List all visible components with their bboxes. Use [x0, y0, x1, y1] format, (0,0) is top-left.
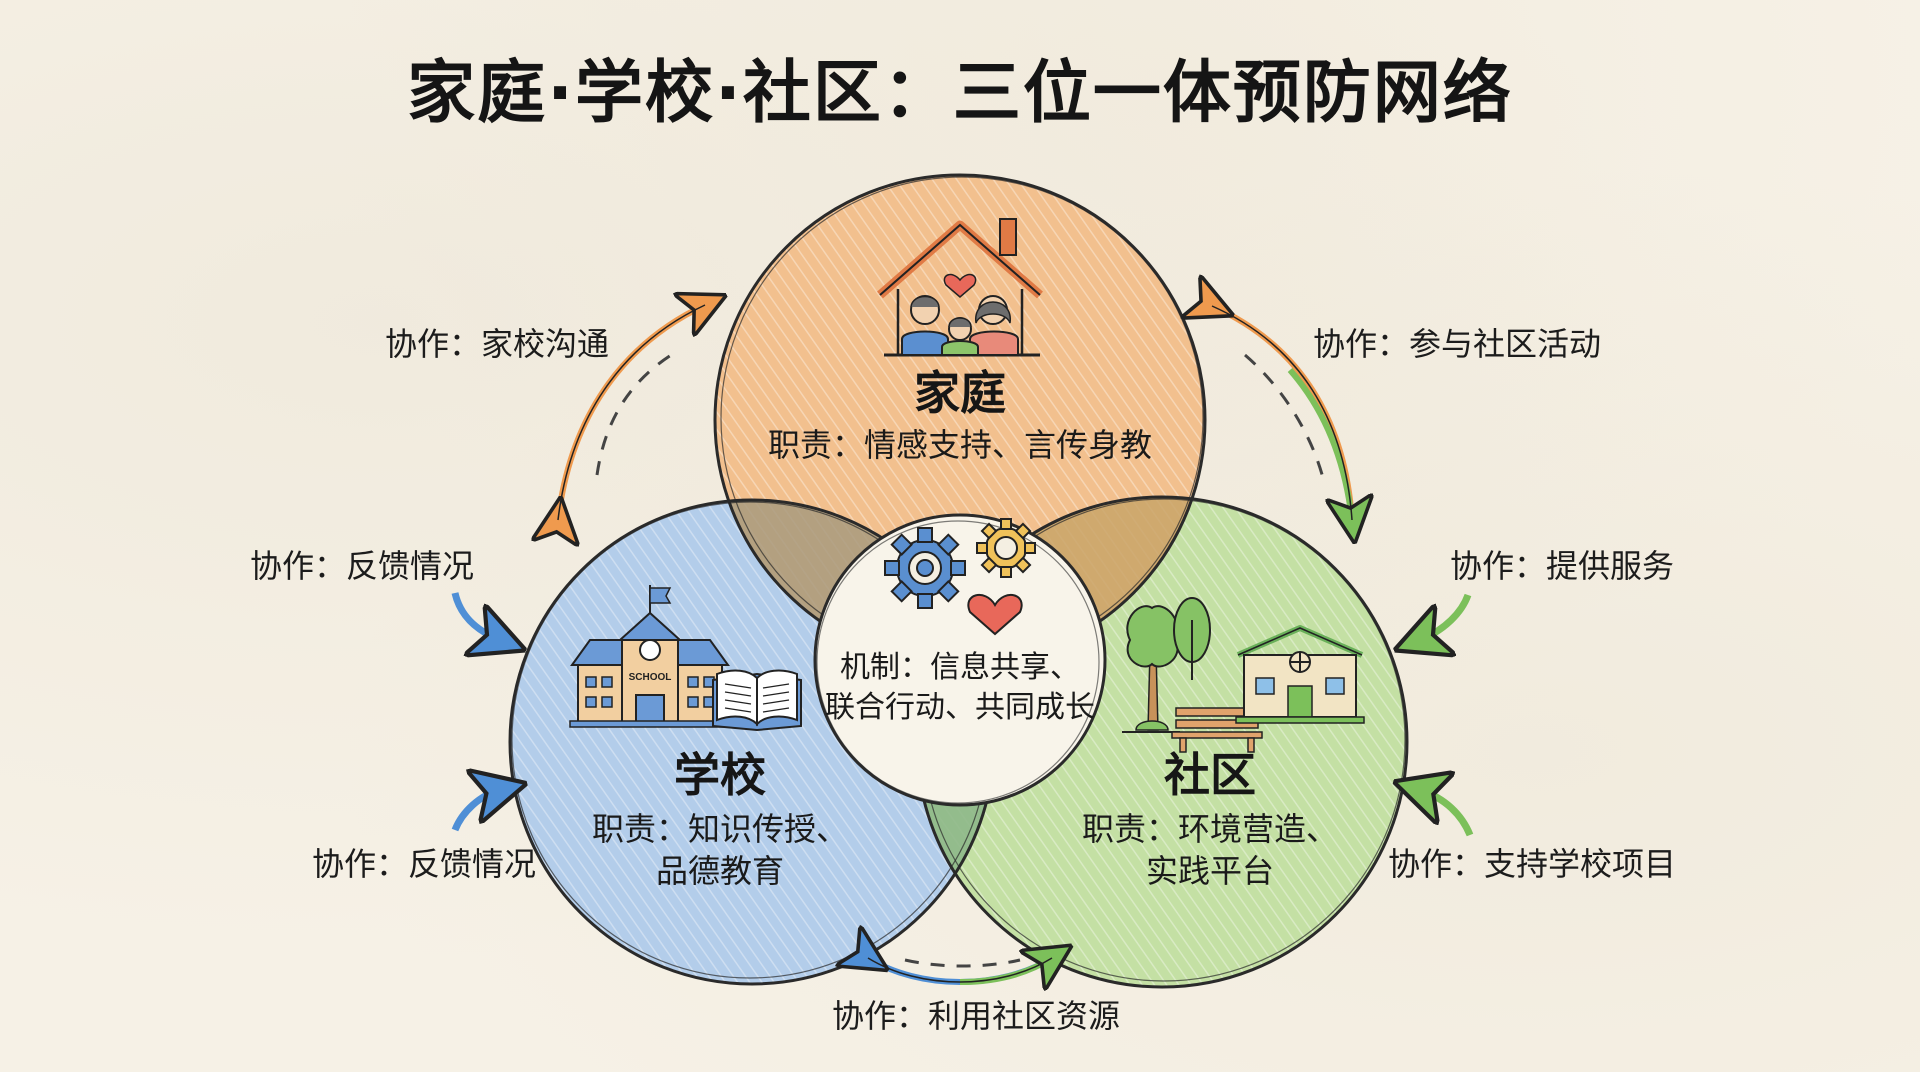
collab-label-school-feedback-top: 协作：反馈情况: [250, 547, 475, 585]
family-house-icon: [877, 218, 1043, 357]
collab-label-school-community: 协作：利用社区资源: [832, 997, 1121, 1035]
collab-label-community-services: 协作：提供服务: [1450, 547, 1675, 585]
school-duty-line2: 品德教育: [655, 852, 784, 890]
double-arrow-school-community: [868, 958, 1052, 982]
school-duty-line1: 职责：知识传授、: [591, 810, 848, 848]
arrow-feedback-bottom: [451, 790, 500, 832]
school-title: 学校: [674, 748, 766, 802]
community-duty-line2: 实践平台: [1145, 852, 1274, 890]
heart-icon: [967, 594, 1023, 636]
community-duty-line1: 职责：环境营造、: [1081, 810, 1338, 848]
gear-icon: [976, 518, 1036, 578]
arrow-services-top: [1420, 593, 1472, 640]
arrow-support-bottom: [1420, 790, 1474, 837]
collab-label-family-community: 协作：参与社区活动: [1313, 325, 1602, 363]
center-circle: [813, 513, 1107, 807]
park-community-icon: [1122, 597, 1365, 753]
center-mechanism-line1: 机制：信息共享、: [840, 650, 1080, 685]
open-book-icon: [712, 669, 802, 732]
school-sign-text: SCHOOL: [629, 672, 672, 683]
center-mechanism-line2: 联合行动、共同成长: [825, 690, 1095, 725]
family-title: 家庭: [914, 366, 1006, 420]
school-building-icon: SCHOOL: [569, 585, 733, 728]
community-title: 社区: [1164, 748, 1256, 802]
arrow-feedback-top: [451, 592, 500, 640]
family-duty: 职责：情感支持、言传身教: [767, 426, 1152, 464]
double-arrow-family-school: [558, 305, 705, 520]
gear-icon: [884, 527, 966, 609]
collab-label-family-school: 协作：家校沟通: [385, 325, 610, 363]
collab-label-community-support: 协作：支持学校项目: [1388, 845, 1677, 883]
page-title: 家庭·学校·社区：三位一体预防网络: [407, 54, 1513, 133]
double-arrow-family-community: [1212, 306, 1352, 520]
collab-label-school-feedback-bottom: 协作：反馈情况: [312, 845, 537, 883]
